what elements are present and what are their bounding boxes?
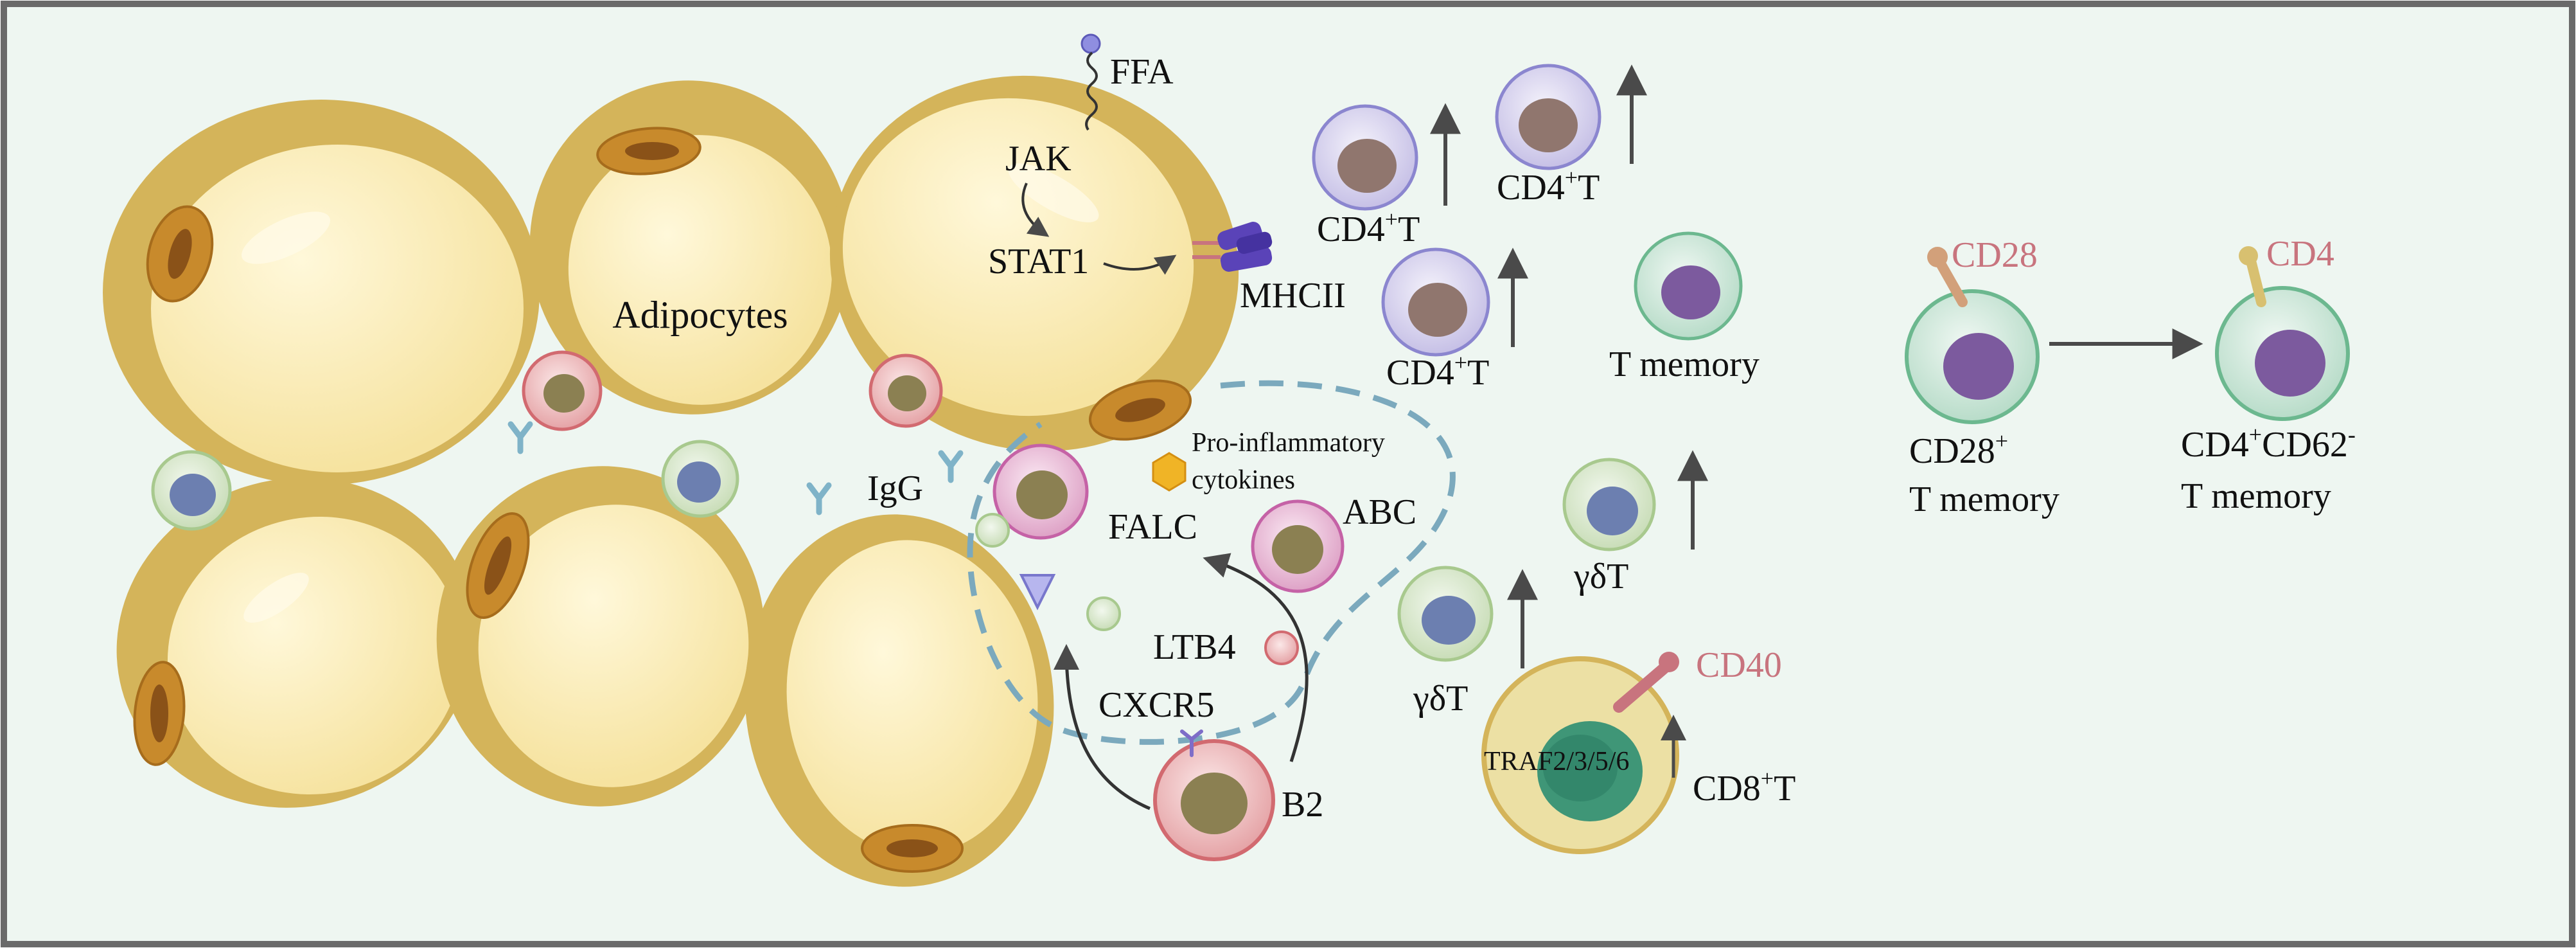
green-immune-cell xyxy=(661,440,739,518)
t-memory-label: T memory xyxy=(1609,344,1760,384)
cytokine-hexagon-icon xyxy=(1152,452,1187,492)
mhcii-receptor-icon xyxy=(1192,222,1273,272)
cd40-label: CD40 xyxy=(1696,645,1782,685)
red-immune-cell xyxy=(869,353,943,428)
cd8t-label: CD8+T xyxy=(1693,765,1795,809)
green-immune-cell xyxy=(151,450,232,531)
triangle-antigen-icon xyxy=(1019,574,1056,611)
cd40-receptor-icon xyxy=(1613,652,1679,713)
cd28-receptor-icon xyxy=(1927,247,1968,307)
red-immune-cell xyxy=(522,350,603,431)
jak-to-stat1-arrow xyxy=(1021,183,1050,237)
b2-cell xyxy=(1153,729,1275,861)
pink-b-cell xyxy=(992,443,1089,540)
cd28-memory-label-1: CD28+ xyxy=(1909,428,2008,471)
cytokines-label: cytokines xyxy=(1192,465,1295,495)
jak-label: JAK xyxy=(1005,139,1072,179)
stat1-to-mhcii-arrow xyxy=(1103,255,1177,275)
cd28-label: CD28 xyxy=(1952,235,2038,275)
cd8-t-cell xyxy=(1481,652,1679,854)
cd4-receptor-icon xyxy=(2239,246,2266,307)
cxcr5-receptor-icon xyxy=(1180,729,1203,757)
cd4-cd62-label-2: T memory xyxy=(2181,476,2331,516)
b2-to-falc-arrow xyxy=(1054,644,1151,810)
cd4-t-cell-2 xyxy=(1495,64,1601,170)
cd28-memory-cell xyxy=(1905,247,2040,424)
adipocyte-top-middle xyxy=(529,80,852,415)
pro-inflammatory-label: Pro-inflammatory xyxy=(1192,428,1385,458)
cd4t-label-3: CD4+T xyxy=(1386,350,1489,393)
gdt-label-1: γδT xyxy=(1573,557,1628,596)
cd4-receptor-label: CD4 xyxy=(2266,234,2334,274)
ffa-label: FFA xyxy=(1110,52,1174,92)
falc-dashed-boundary xyxy=(967,380,1456,745)
adipocyte-bottom-middle xyxy=(436,466,765,807)
ffa-molecule-icon xyxy=(1081,33,1101,131)
cxcr5-label: CXCR5 xyxy=(1098,685,1215,725)
adipocyte-top-right xyxy=(829,75,1239,452)
b2-to-abc-arrow xyxy=(1203,553,1309,762)
igg-antibody-icon xyxy=(507,421,964,515)
adipocyte-top-left xyxy=(103,100,540,485)
b2-label: B2 xyxy=(1282,785,1323,825)
traf-label: TRAF2/3/5/6 xyxy=(1484,747,1629,776)
falc-label: FALC xyxy=(1108,507,1197,547)
small-green-particle xyxy=(975,513,1121,631)
adipocytes-label: Adipocytes xyxy=(612,294,788,336)
adipocyte-bottom-left xyxy=(116,478,475,808)
cd4-cd62-label-1: CD4+CD62- xyxy=(2181,422,2356,465)
abc-cell xyxy=(1251,499,1345,593)
t-memory-cell xyxy=(1634,231,1743,341)
gamma-delta-t-cell-2 xyxy=(1397,566,1494,662)
cd4-t-cell-1 xyxy=(1312,104,1418,211)
stat1-label: STAT1 xyxy=(988,242,1089,282)
ltb4-particle-icon xyxy=(1264,631,1299,665)
cd4t-label-1: CD4+T xyxy=(1317,206,1420,249)
mhcii-label: MHCII xyxy=(1240,276,1346,316)
abc-label: ABC xyxy=(1343,492,1416,532)
cd4-t-cell-3 xyxy=(1381,247,1490,357)
igg-label: IgG xyxy=(867,469,923,508)
gdt-label-2: γδT xyxy=(1413,679,1468,719)
ltb4-label: LTB4 xyxy=(1153,627,1236,667)
cd4-cd62-memory-cell xyxy=(2215,246,2350,421)
cd4t-label-2: CD4+T xyxy=(1497,165,1600,208)
cd28-memory-label-2: T memory xyxy=(1909,479,2060,519)
adipocyte-bottom-right xyxy=(745,514,1054,887)
gamma-delta-t-cell-1 xyxy=(1562,458,1656,551)
